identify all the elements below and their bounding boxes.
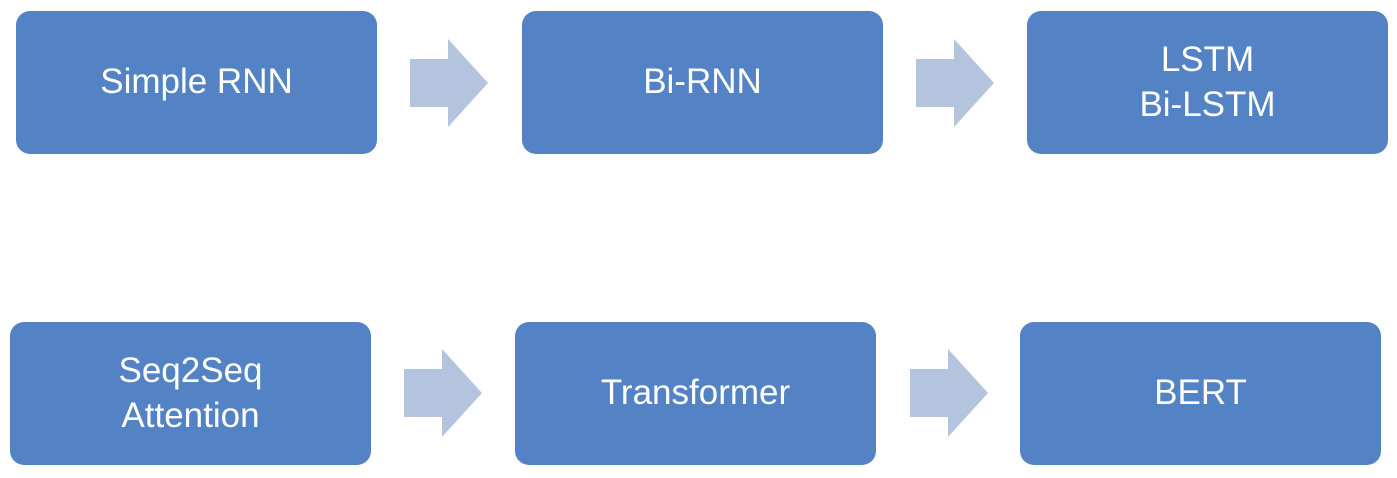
arrow-right-icon (916, 39, 994, 127)
node-simple-rnn: Simple RNN (16, 11, 377, 154)
node-bert: BERT (1020, 322, 1381, 465)
node-label-line-2: Attention (121, 395, 260, 435)
node-bi-rnn: Bi-RNN (522, 11, 883, 154)
node-transformer: Transformer (515, 322, 876, 465)
node-label: Bi-RNN (643, 62, 762, 102)
arrow-right-icon (404, 349, 482, 437)
node-label: Simple RNN (100, 62, 293, 102)
node-label-line-1: LSTM (1160, 40, 1255, 80)
node-label-line-2: Bi-LSTM (1139, 84, 1276, 124)
arrow-right-icon (910, 349, 988, 437)
arrow-right-icon (410, 39, 488, 127)
node-label-line-1: Seq2Seq (118, 351, 263, 391)
node-lstm-bi-lstm: LSTM Bi-LSTM (1027, 11, 1388, 154)
node-label: BERT (1154, 373, 1247, 413)
node-seq2seq-attention: Seq2Seq Attention (10, 322, 371, 465)
node-label: Transformer (600, 373, 791, 413)
